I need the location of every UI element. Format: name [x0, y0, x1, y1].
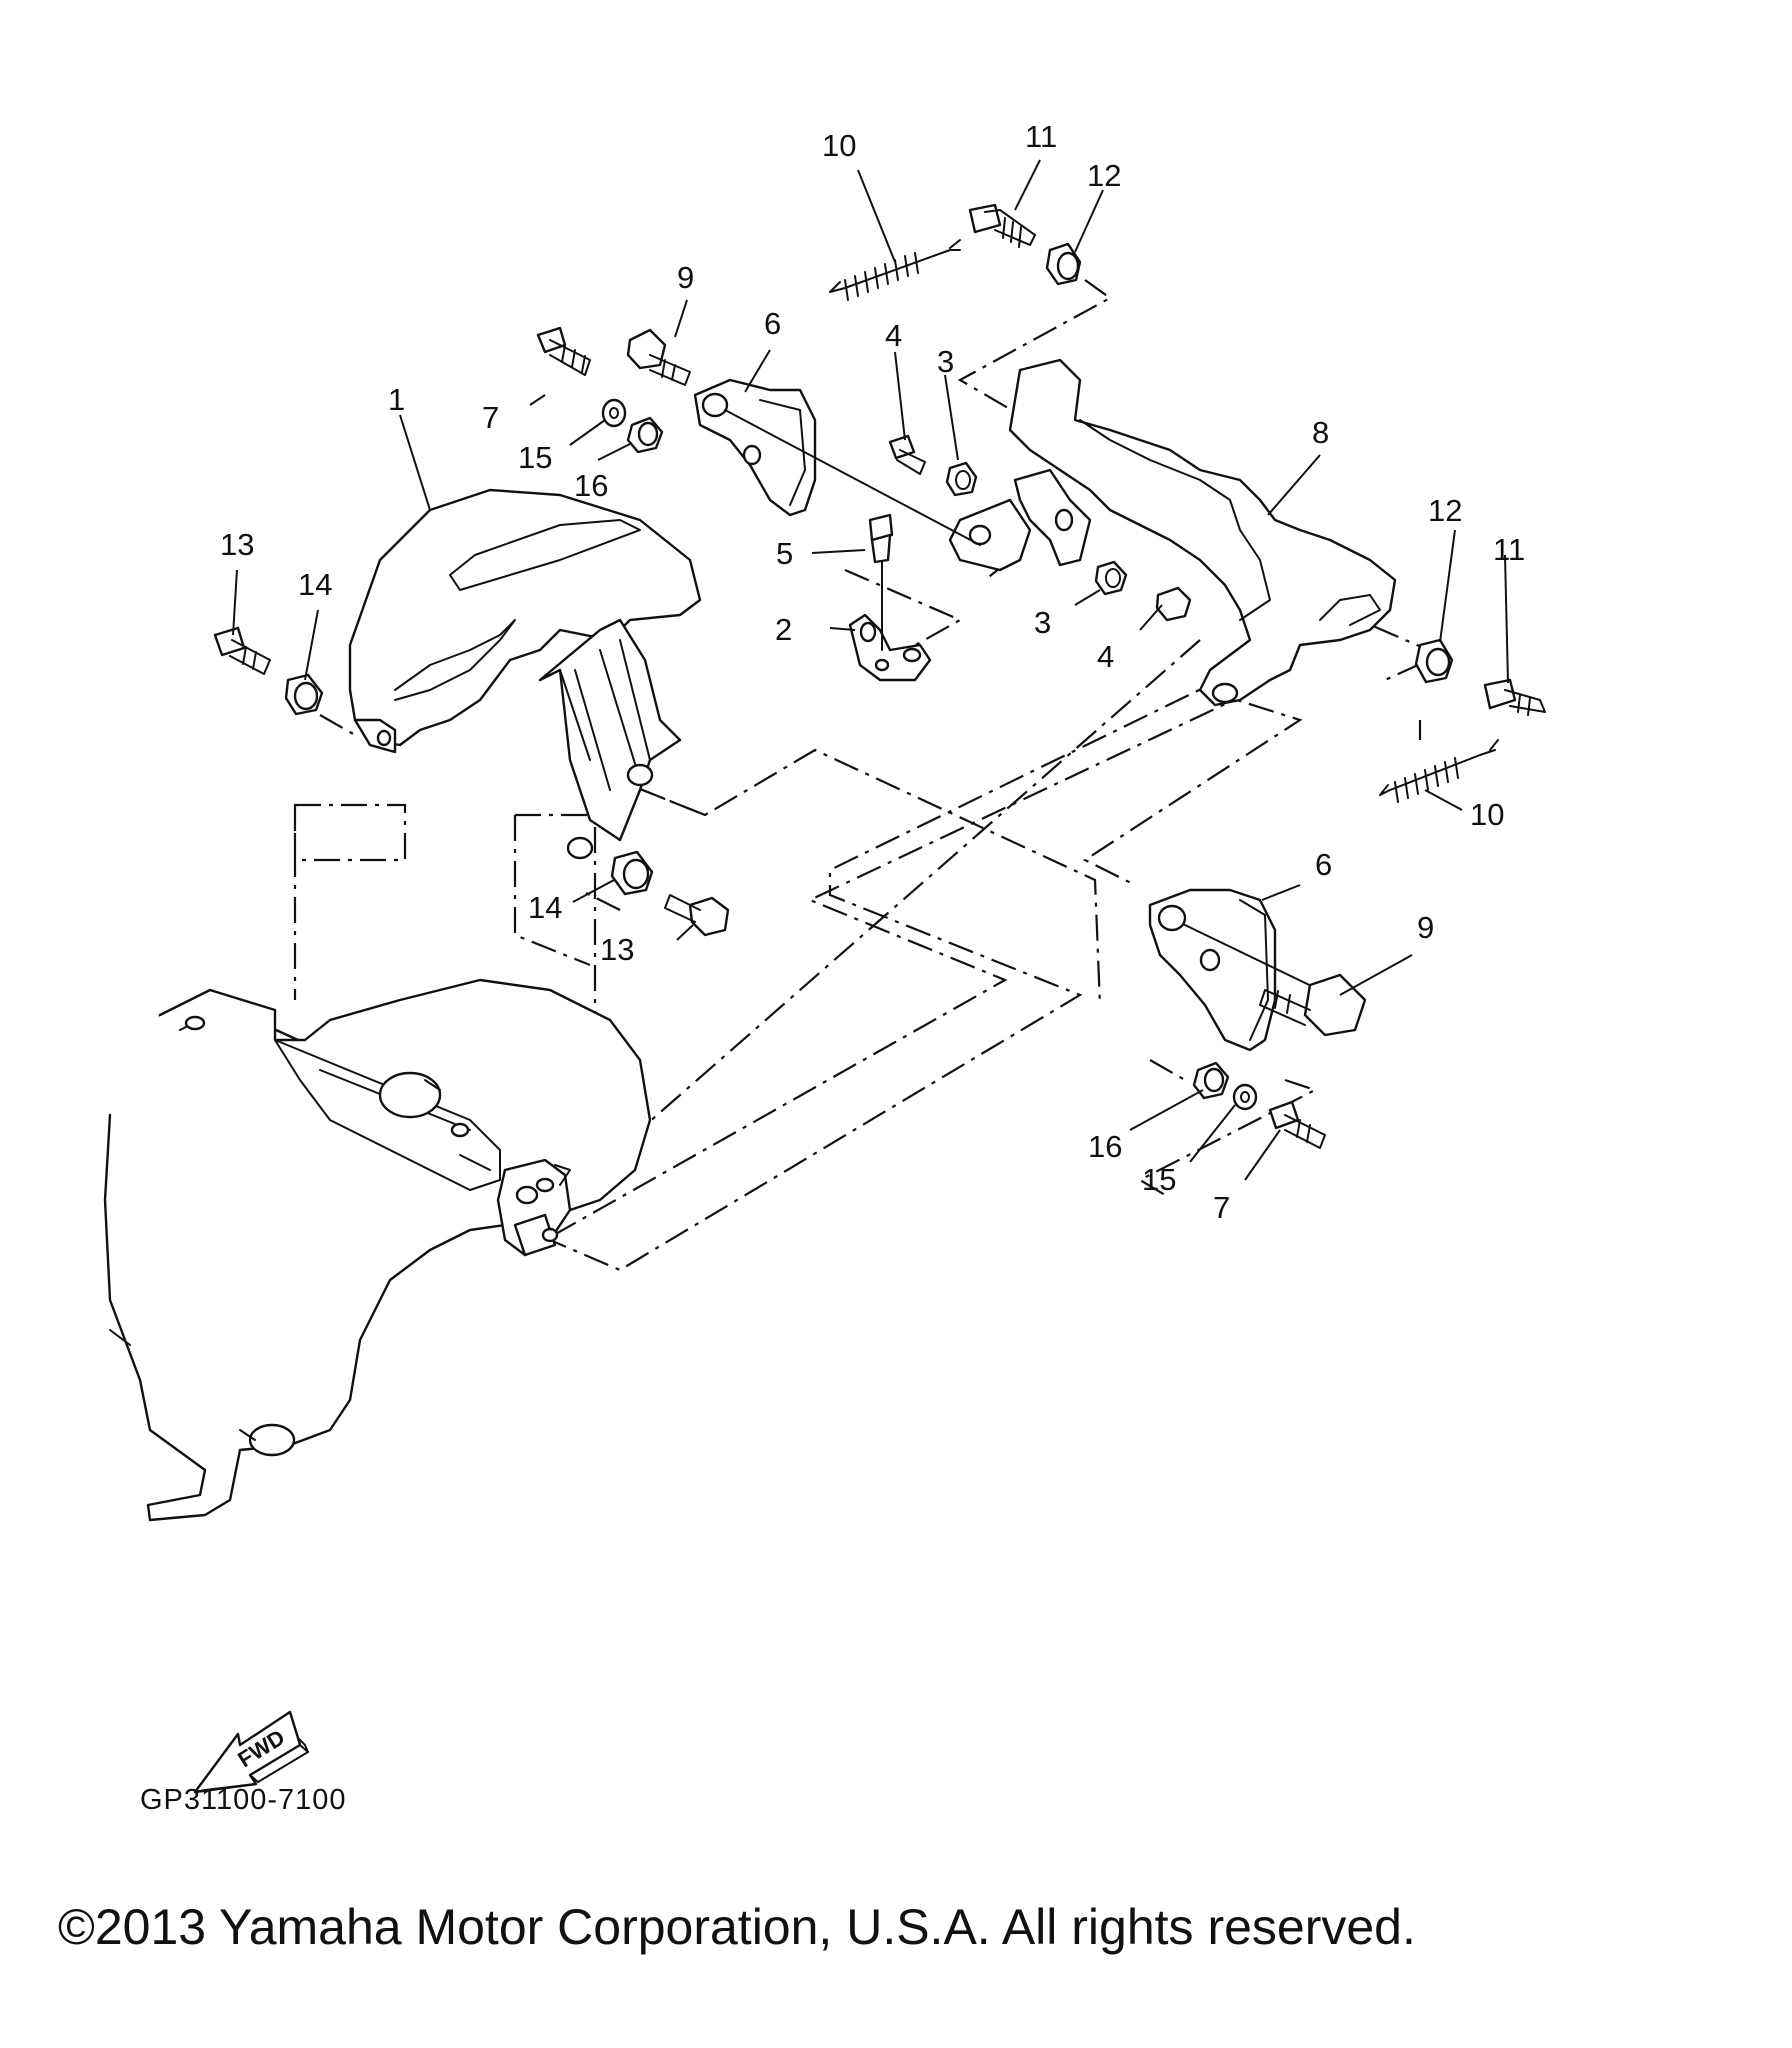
part-16-bushing-upper: [626, 416, 664, 454]
callout-5: 5: [776, 536, 793, 571]
part-12-collar-upper: [1045, 242, 1082, 286]
callout-15-upper: 15: [518, 440, 552, 475]
part-1-engine-mount: [348, 488, 702, 860]
part-13-bolt-middle: [664, 894, 730, 937]
leader-lines: [232, 159, 1509, 1181]
hull-frame: [103, 978, 652, 1522]
callout-4-lower: 4: [1097, 639, 1114, 674]
callout-3-lower: 3: [1034, 605, 1051, 640]
callout-13-left: 13: [220, 527, 254, 562]
part-6-upper-plate: [693, 378, 981, 546]
callout-6-upper: 6: [764, 306, 781, 341]
part-5-grease-nipple: [868, 513, 894, 651]
part-14-collar-left: [284, 673, 324, 716]
callout-9-upper: 9: [677, 260, 694, 295]
callout-6-lower: 6: [1315, 847, 1332, 882]
callout-9-lower: 9: [1417, 910, 1434, 945]
part-12-collar-right: [1414, 638, 1454, 684]
part-10-spring-lower: [1379, 739, 1499, 803]
callout-15-lower: 15: [1142, 1162, 1176, 1197]
callout-3-upper: 3: [937, 344, 954, 379]
copyright-notice: ©2013 Yamaha Motor Corporation, U.S.A. A…: [58, 1899, 1416, 1955]
callout-16-upper: 16: [574, 468, 608, 503]
callout-1: 1: [388, 382, 405, 417]
part-11-bolt-right: [1483, 678, 1546, 716]
part-13-bolt-left: [213, 626, 271, 675]
callout-12-upper: 12: [1087, 158, 1121, 193]
callout-numbers: 1 2 3 3 4 4 5 6 6 7 7 8 9 9 10 10 11 11 …: [220, 119, 1525, 1225]
part-2-plate: [848, 613, 932, 682]
callout-14-middle: 14: [528, 890, 562, 925]
part-6-lower-plate: [1148, 888, 1331, 1052]
part-4-bolt-lower: [1155, 586, 1192, 622]
part-8-bracket: [948, 358, 1397, 707]
callout-8: 8: [1312, 415, 1329, 450]
callout-7-lower: 7: [1213, 1190, 1230, 1225]
callout-7-upper: 7: [482, 400, 499, 435]
callout-10-lower: 10: [1470, 797, 1504, 832]
part-15-washer-lower: [1232, 1083, 1258, 1111]
callout-4-upper: 4: [885, 318, 902, 353]
callout-11-upper: 11: [1025, 119, 1057, 154]
drawing-code: GP31100-7100: [140, 1784, 347, 1816]
part-7-bolt-lower: [1268, 1100, 1326, 1149]
callout-16-lower: 16: [1088, 1129, 1122, 1164]
callout-11-lower: 11: [1493, 532, 1525, 567]
part-9-bolt-upper: [626, 328, 691, 386]
fwd-arrow-icon: FWD: [193, 1710, 309, 1794]
part-7-bolt-upper: [536, 326, 591, 376]
callout-12-lower: 12: [1428, 493, 1462, 528]
part-4-bolt-upper: [888, 434, 926, 475]
callout-14-left: 14: [298, 567, 332, 602]
part-11-bolt-upper: [968, 203, 1036, 248]
callout-13-middle: 13: [600, 932, 634, 967]
part-3-collar-lower: [1094, 560, 1128, 596]
part-10-spring-upper: [829, 239, 961, 301]
fasteners: [213, 203, 1546, 1149]
part-3-collar-upper: [945, 461, 978, 497]
callout-10-upper: 10: [822, 128, 856, 163]
part-15-washer-upper: [601, 398, 627, 428]
part-14-collar-middle: [610, 850, 654, 896]
callout-2: 2: [775, 612, 792, 647]
